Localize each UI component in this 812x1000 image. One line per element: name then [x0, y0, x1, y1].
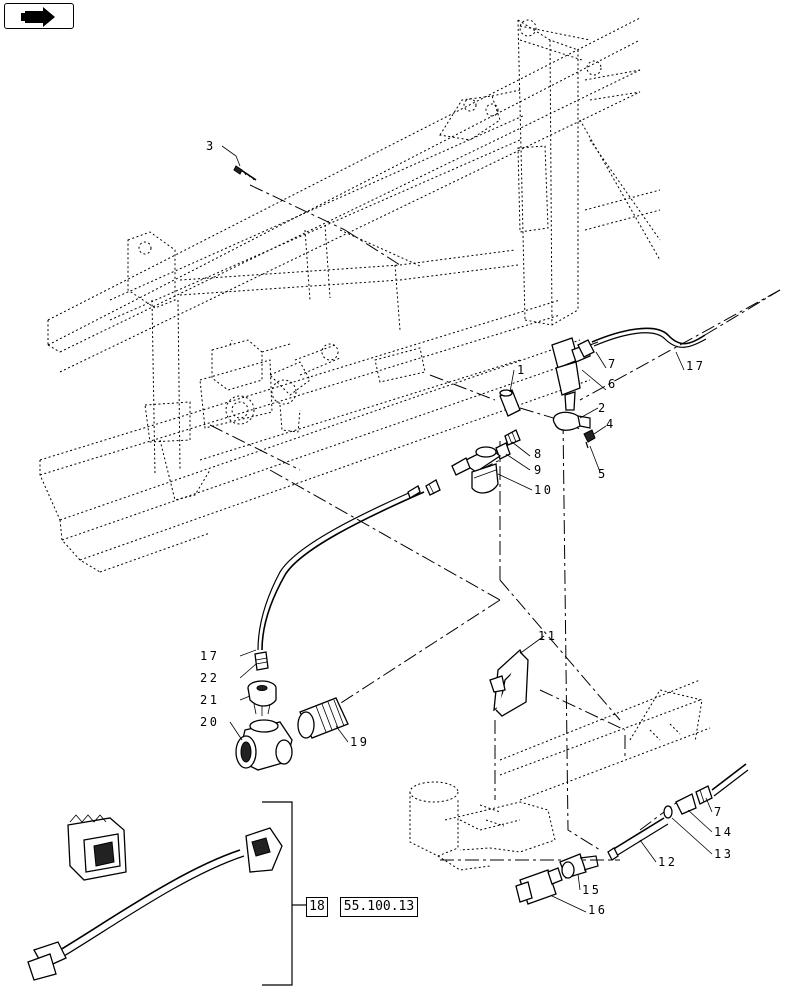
- part-8-fitting: [504, 429, 521, 446]
- part-12-tube: [607, 817, 669, 861]
- callout-2: 2: [598, 401, 608, 415]
- callout-1: 1: [517, 363, 527, 377]
- part-15-clamp: [559, 853, 599, 879]
- part-7-connector-bottom: [695, 785, 713, 805]
- callout-10: 10: [534, 483, 553, 497]
- callout-18-box: 18: [306, 897, 328, 917]
- assembly-bracket-18: [262, 801, 306, 986]
- leader-lines: [221, 145, 713, 913]
- callout-8: 8: [534, 447, 544, 461]
- part-6-sensor: [551, 337, 591, 411]
- part-10-filter: [451, 446, 502, 494]
- callout-17-top: 17: [686, 359, 705, 373]
- callout-6: 6: [608, 377, 618, 391]
- callout-16: 16: [588, 903, 607, 917]
- callout-4: 4: [606, 417, 616, 431]
- callout-3: 3: [206, 139, 216, 153]
- callout-21: 21: [200, 693, 219, 707]
- callout-7-bottom: 7: [714, 805, 724, 819]
- callout-14: 14: [714, 825, 733, 839]
- part-11-bracket: [489, 648, 529, 717]
- callout-17-bottom: 17: [200, 649, 219, 663]
- valve-assembly: [199, 339, 341, 433]
- center-lines: [209, 184, 781, 861]
- part-4-bolt: [583, 429, 596, 449]
- tube-fitting: [425, 479, 441, 496]
- part-1-sleeve: [499, 389, 521, 417]
- part-19-nipple: [297, 697, 349, 739]
- boom-frame: [39, 17, 661, 573]
- callout-12: 12: [658, 855, 677, 869]
- callout-13: 13: [714, 847, 733, 861]
- callout-22: 22: [200, 671, 219, 685]
- part-22-nut: [254, 651, 269, 671]
- part-20-tee: [235, 719, 293, 771]
- callout-9: 9: [534, 463, 544, 477]
- part-13-fitting: [663, 805, 673, 819]
- callout-7-top: 7: [608, 357, 618, 371]
- section-reference-link[interactable]: 55.100.13: [340, 897, 418, 917]
- callout-5: 5: [598, 467, 608, 481]
- part-14-fitting: [675, 793, 697, 815]
- part-18-harness: [27, 827, 283, 981]
- callout-11: 11: [538, 629, 557, 643]
- hitch-structure: [409, 679, 711, 871]
- part-2-clamp: [552, 411, 591, 431]
- part-18-switch: [67, 814, 127, 881]
- callout-20: 20: [200, 715, 219, 729]
- part-21-bushing: [247, 680, 277, 716]
- tube-right: [711, 763, 749, 797]
- part-17-tube-lower: [257, 485, 425, 651]
- part-16-sensor: [515, 867, 563, 905]
- arrow-right-icon: [21, 7, 55, 27]
- callout-15: 15: [582, 883, 601, 897]
- part-7-connector-top: [577, 339, 599, 358]
- callout-19: 19: [350, 735, 369, 749]
- part-17-tube-upper: [591, 327, 707, 348]
- next-page-button[interactable]: [4, 3, 74, 29]
- part-3-bolt: [233, 165, 257, 181]
- callout-labels: 3 1 2 4 5 6 7 17 8 9 10 11 12 13 14 7 15…: [200, 139, 733, 917]
